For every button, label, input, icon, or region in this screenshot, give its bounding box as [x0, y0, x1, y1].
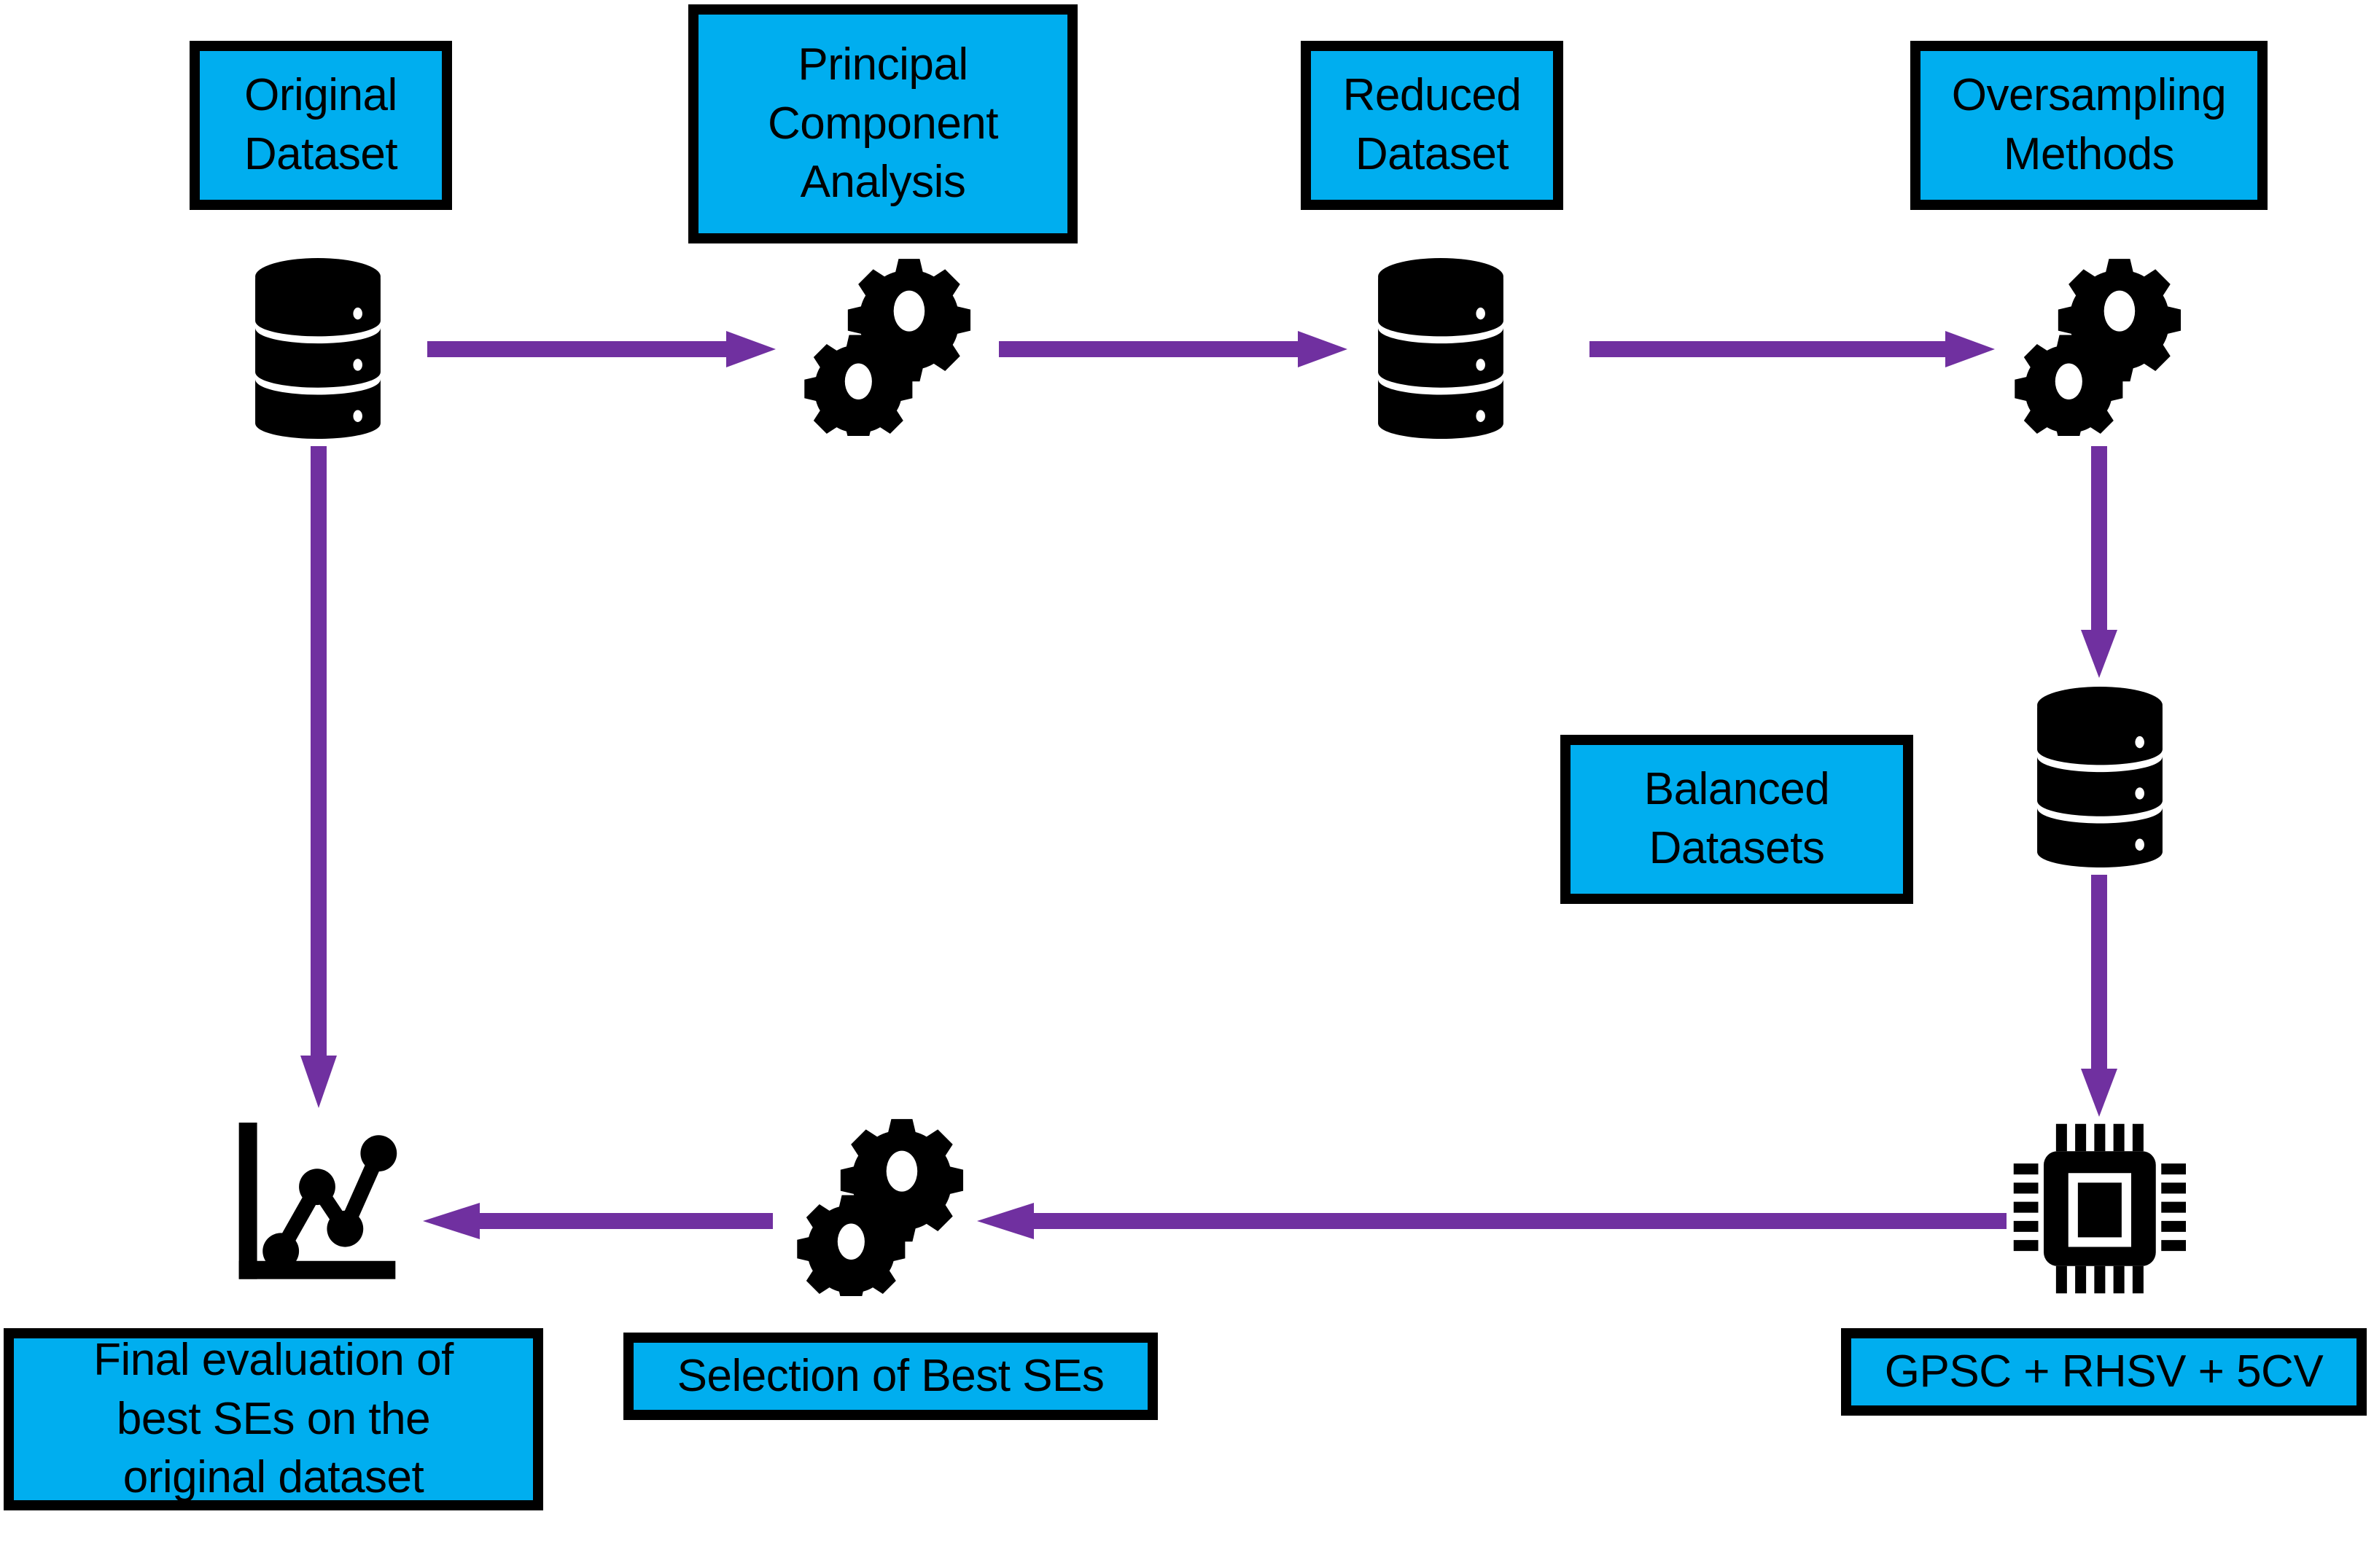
node-oversampling-line-2: Methods	[2003, 129, 2175, 179]
database-cylinder-icon	[246, 257, 389, 439]
node-original-dataset-line-2: Dataset	[244, 129, 398, 179]
database-cylinder-icon	[1369, 257, 1512, 439]
node-selection-label: Selection of Best SEs	[677, 1350, 1105, 1401]
edge-db2-to-gears2-arrow	[1589, 325, 1995, 373]
node-oversampling-line-1: Oversampling	[1951, 70, 2227, 121]
node-final-line-2: best SEs on the	[116, 1393, 431, 1444]
node-pca-line-1: Principal	[798, 39, 968, 90]
node-original-dataset-line-1: Original	[244, 70, 397, 121]
node-final-evaluation[interactable]: Final evaluation of best SEs on the orig…	[4, 1328, 543, 1510]
gears-icon	[802, 254, 971, 436]
node-final-line-3: original dataset	[122, 1452, 424, 1503]
line-chart-icon	[233, 1115, 401, 1298]
gears-icon	[795, 1114, 964, 1296]
node-pca-line-2: Component	[767, 98, 999, 149]
database-cylinder-icon	[2028, 685, 2171, 867]
microchip-icon	[2011, 1121, 2186, 1296]
edge-db1-to-chart-arrow	[295, 446, 343, 1108]
node-gpsc-rhsv-5cv[interactable]: GPSC + RHSV + 5CV	[1841, 1328, 2367, 1416]
node-selection-of-best-ses[interactable]: Selection of Best SEs	[623, 1333, 1158, 1420]
node-reduced-dataset-line-1: Reduced	[1342, 70, 1522, 121]
node-oversampling-methods[interactable]: Oversampling Methods	[1910, 41, 2268, 210]
node-principal-component-analysis[interactable]: Principal Component Analysis	[688, 4, 1078, 243]
node-original-dataset[interactable]: Original Dataset	[190, 41, 452, 210]
node-reduced-dataset-line-2: Dataset	[1355, 129, 1509, 179]
node-gpsc-label: GPSC + RHSV + 5CV	[1884, 1346, 2324, 1397]
node-pca-line-3: Analysis	[800, 157, 966, 208]
edge-db3-to-chip-arrow	[2075, 875, 2123, 1117]
node-final-line-1: Final evaluation of	[93, 1335, 454, 1386]
edge-gears2-to-db3-arrow	[2075, 446, 2123, 678]
edge-chip-to-gears3-arrow	[977, 1197, 2007, 1245]
node-balanced-datasets[interactable]: Balanced Datasets	[1560, 735, 1913, 904]
gears-icon	[2012, 254, 2182, 436]
edge-gears3-to-chart-arrow	[423, 1197, 773, 1245]
node-balanced-line-2: Datasets	[1649, 823, 1825, 873]
node-reduced-dataset[interactable]: Reduced Dataset	[1301, 41, 1563, 210]
edge-gears1-to-db2-arrow	[999, 325, 1347, 373]
edge-db1-to-gears1-arrow	[427, 325, 776, 373]
node-balanced-line-1: Balanced	[1643, 764, 1830, 815]
